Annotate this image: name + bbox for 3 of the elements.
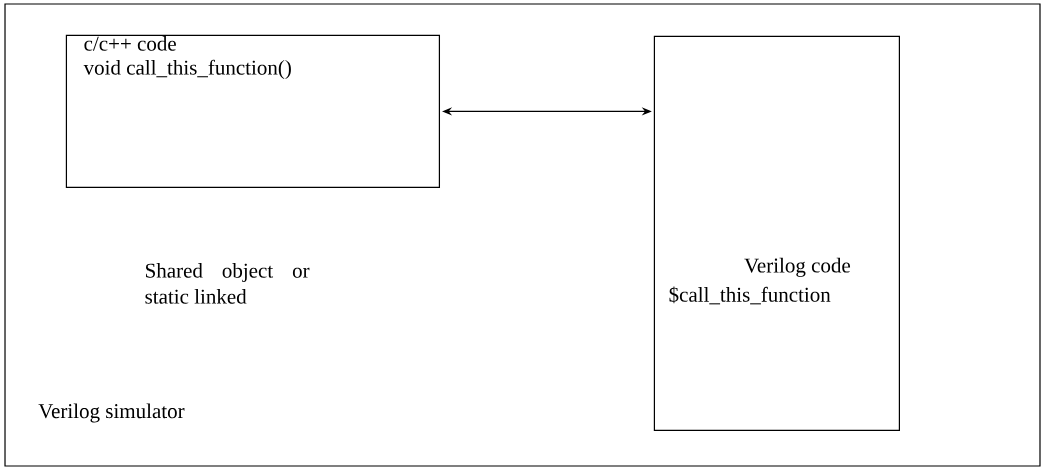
code-box: Verilog code $call_this_function	[653, 35, 900, 431]
caption-text: Shared object or static linked	[145, 263, 310, 304]
code-box: c/c++ code void call_this_function()	[65, 34, 440, 188]
